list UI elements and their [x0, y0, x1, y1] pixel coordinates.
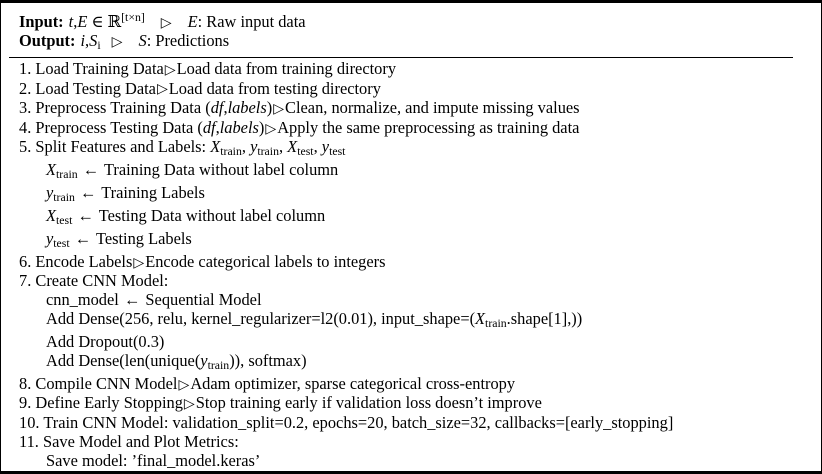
input-comment-text: : Raw input data [197, 12, 306, 32]
algorithm-steps: 1. Load Training Data▷Load data from tra… [1, 58, 821, 471]
algorithm-substep: ytest ← Testing Labels [1, 228, 821, 253]
output-line: Output:i,Si▷S: Predictions [19, 32, 821, 55]
step-number: 10. [19, 412, 40, 432]
step-text: Load Testing Data [35, 78, 156, 98]
step-text: Plot Training/Validation Accuracy & Loss… [46, 469, 430, 471]
step-math: (df,labels) [197, 117, 265, 137]
triangle-icon: ▷ [133, 254, 145, 271]
algorithm-step: 4. Preprocess Testing Data (df,labels)▷A… [1, 117, 821, 139]
step-text: Encode Labels [35, 251, 133, 271]
step-number: 3. [19, 98, 32, 118]
input-comma: , [73, 12, 78, 32]
step-text: Xtrain ← Training Data without label col… [46, 160, 339, 182]
algorithm-step: 1. Load Training Data▷Load data from tra… [1, 59, 821, 80]
algorithm-step: 2. Load Testing Data▷Load data from test… [1, 78, 821, 100]
step-text: Create CNN Model: [35, 271, 169, 291]
step-text: Save Model and Plot Metrics: [43, 431, 239, 451]
input-line: Input:t,E∈ℝ[t×n]▷E: Raw input data [19, 8, 821, 32]
output-comment-text: : Predictions [146, 31, 230, 51]
step-number: 8. [19, 373, 32, 393]
step-text: ytrain ← Training Labels [46, 183, 205, 205]
triangle-icon: ▷ [156, 81, 168, 98]
step-comment: Adam optimizer, sparse categorical cross… [190, 373, 516, 393]
step-number: 4. [19, 117, 32, 137]
algorithm-substep: Xtrain ← Training Data without label col… [1, 160, 821, 184]
algorithm-substep: cnn_model ← Sequential Model [1, 290, 821, 310]
algorithm-step: 10. Train CNN Model: validation_split=0.… [1, 412, 821, 433]
step-text: Define Early Stopping [35, 393, 183, 413]
step-text: Xtest ← Testing Data without label colum… [46, 206, 326, 228]
step-number: 9. [19, 393, 32, 413]
triangle-icon: ▷ [160, 14, 172, 31]
algorithm-step: 7. Create CNN Model: [1, 272, 821, 291]
step-text: Preprocess Training Data [35, 98, 202, 118]
input-exponent: [t×n] [121, 10, 145, 24]
step-text: Add Dense(256, relu, kernel_regularizer=… [46, 309, 583, 331]
step-number: 7. [19, 271, 32, 291]
output-symbol-S: S [89, 31, 98, 51]
input-symbol-t: t [68, 12, 74, 32]
step-text: Split Features and Labels: [35, 137, 207, 157]
step-comment: Apply the same preprocessing as training… [277, 117, 580, 137]
algorithm-step: 5. Split Features and Labels: Xtrain, yt… [1, 137, 821, 161]
algorithm-substep: Add Dense(len(unique(ytrain)), softmax) [1, 350, 821, 375]
triangle-icon: ▷ [183, 396, 195, 413]
triangle-icon: ▷ [273, 100, 285, 117]
input-keyword: Input: [19, 12, 64, 32]
header-separator-rule [9, 57, 793, 59]
algorithm-substep: Save model: ’final_model.keras’ [1, 450, 821, 471]
output-comment-symbol: S [138, 31, 147, 51]
algorithm-step: 9. Define Early Stopping▷Stop training e… [1, 393, 821, 414]
triangle-icon: ▷ [164, 61, 176, 78]
algorithm-header: Input:t,E∈ℝ[t×n]▷E: Raw input data Outpu… [1, 5, 821, 55]
step-text: ytest ← Testing Labels [46, 228, 192, 251]
algorithm-substep: Xtest ← Testing Data without label colum… [1, 206, 821, 230]
step-comment: Encode categorical labels to integers [145, 251, 386, 271]
element-of-glyph: ∈ [91, 12, 104, 32]
algorithm-substep: ytrain ← Training Labels [1, 183, 821, 207]
step-text: cnn_model ← Sequential Model [46, 290, 262, 310]
algorithm-substep: Plot Training/Validation Accuracy & Loss… [1, 469, 821, 471]
step-text: Load Training Data [35, 59, 164, 79]
step-comment: Stop training early if validation loss d… [195, 393, 542, 413]
output-comma: , [85, 31, 90, 51]
step-text: Save model: ’final_model.keras’ [46, 450, 261, 470]
step-comment: Load data from training directory [176, 59, 397, 79]
step-text: Preprocess Testing Data [35, 117, 194, 137]
triangle-icon: ▷ [111, 34, 123, 51]
step-text: Add Dense(len(unique(ytrain)), softmax) [46, 350, 307, 372]
input-comment-symbol: E [187, 12, 198, 32]
algorithm-substep: Add Dense(256, relu, kernel_regularizer=… [1, 309, 821, 333]
step-text: Train CNN Model: validation_split=0.2, e… [43, 412, 674, 432]
step-number: 1. [19, 59, 32, 79]
step-math: Xtrain, ytrain, Xtest, ytest [210, 137, 346, 159]
algorithm-step: 11. Save Model and Plot Metrics: [1, 431, 821, 452]
step-math: (df,labels) [205, 98, 273, 118]
triangle-icon: ▷ [178, 376, 190, 393]
step-number: 11. [19, 431, 39, 451]
algorithm-step: 6. Encode Labels▷Encode categorical labe… [1, 251, 821, 273]
triangle-icon: ▷ [265, 120, 277, 137]
algorithm-step: 8. Compile CNN Model▷Adam optimizer, spa… [1, 373, 821, 395]
step-number: 5. [19, 137, 32, 157]
reals-glyph: ℝ [107, 12, 122, 32]
step-comment: Clean, normalize, and impute missing val… [285, 98, 580, 118]
output-subscript-i: i [97, 38, 101, 53]
output-symbol-i: i [80, 31, 86, 51]
input-symbol-E: E [77, 12, 88, 32]
algorithm-step: 3. Preprocess Training Data (df,labels)▷… [1, 98, 821, 119]
step-comment: Load data from testing directory [168, 78, 381, 98]
step-text: Compile CNN Model [35, 373, 178, 393]
output-keyword: Output: [19, 31, 76, 51]
algorithm-substep: Add Dropout(0.3) [1, 332, 821, 352]
step-number: 6. [19, 251, 32, 271]
step-text: Add Dropout(0.3) [46, 332, 165, 352]
step-number: 2. [19, 78, 32, 98]
